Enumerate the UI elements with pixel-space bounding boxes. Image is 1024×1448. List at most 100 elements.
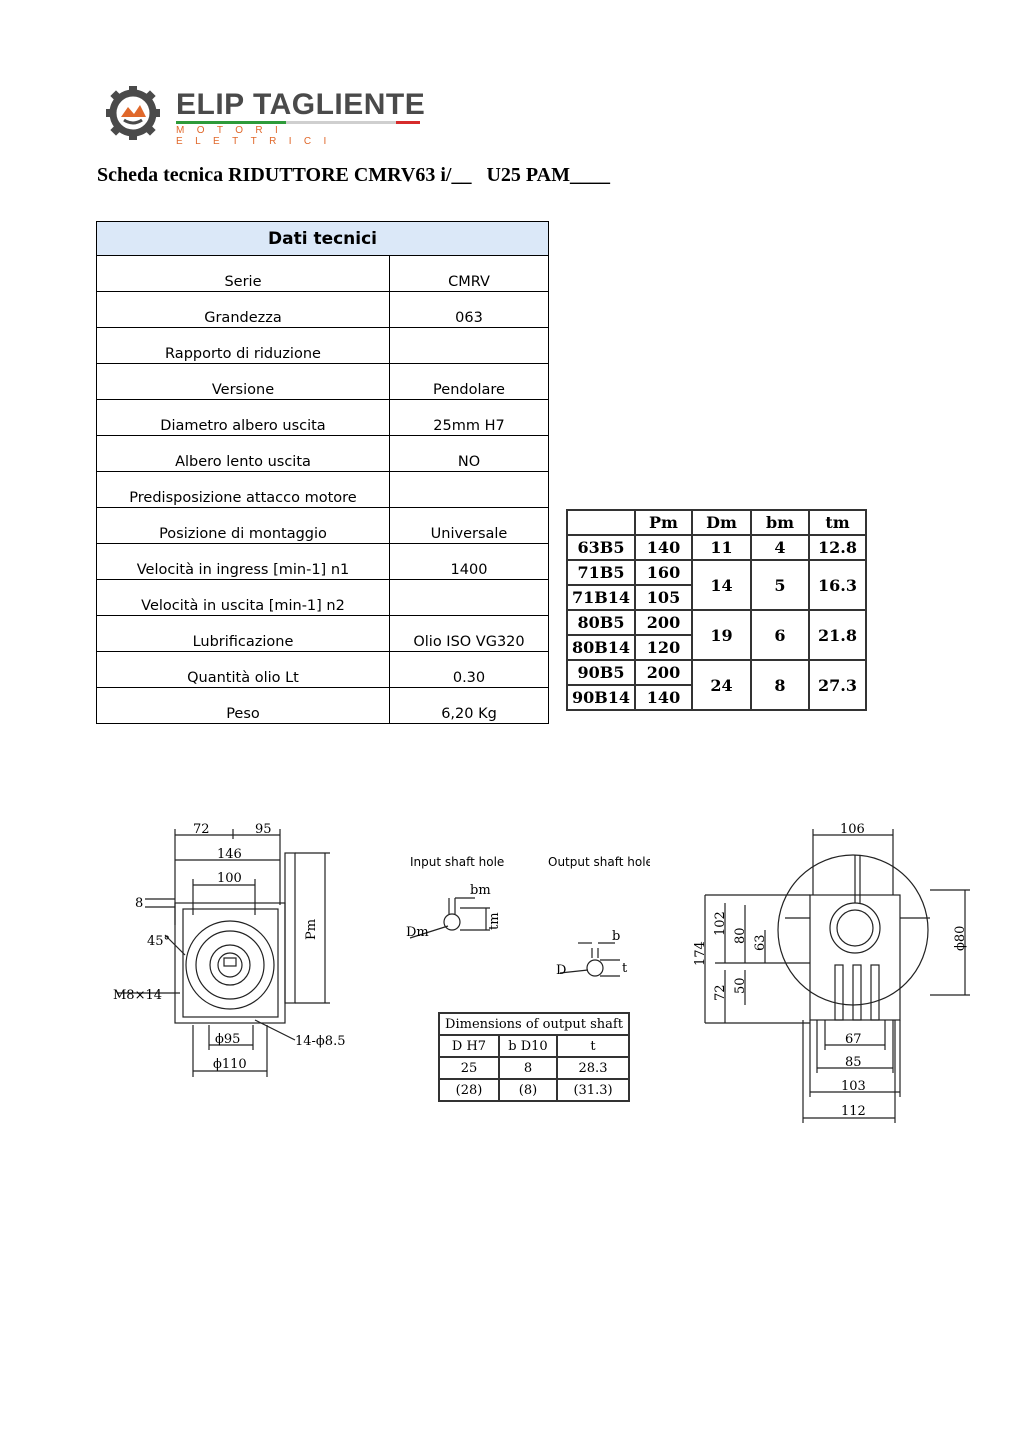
row-value: CMRV [389, 255, 549, 292]
row-value: NO [389, 435, 549, 472]
row-value: 0.30 [389, 651, 549, 688]
row-label: Diametro albero uscita [96, 399, 390, 436]
row-label: Velocità in uscita [min-1] n2 [96, 579, 390, 616]
table-header-row: D H7 b D10 t [438, 1034, 630, 1058]
dim-b: b [612, 929, 620, 944]
row-value: 25mm H7 [389, 399, 549, 436]
header-cell: bm [750, 509, 810, 536]
table-row: 80B5 200 19 6 21.8 [566, 609, 867, 661]
dim-tm: tm [487, 912, 502, 930]
table-row: 71B14 105 [566, 584, 866, 611]
dim-d: D [556, 963, 566, 978]
dim-dm: Dm [406, 925, 429, 940]
row-label: Serie [96, 255, 390, 292]
dim-phi95: ϕ95 [215, 1032, 240, 1047]
cell: (8) [498, 1078, 558, 1102]
page-title: Scheda tecnica RIDUTTORE CMRV63 i/__ U25… [97, 164, 610, 186]
cell: (28) [438, 1078, 500, 1102]
cell: 71B5 [566, 559, 636, 586]
header-cell: D H7 [438, 1034, 500, 1058]
brand-stripe-gray [286, 121, 396, 124]
brand-name: ELIP TAGLIENTE [176, 88, 426, 121]
dim-72: 72 [713, 984, 728, 1001]
cell: 8 [750, 659, 810, 711]
brand-tagline: MOTORI ELETTRICI [176, 125, 339, 147]
dim-50: 50 [733, 977, 748, 994]
dim-95: 95 [255, 822, 272, 837]
table-row: 80B14 120 [566, 634, 866, 661]
cell: 21.8 [808, 609, 867, 661]
cell: 90B5 [566, 659, 636, 686]
table-row: 90B14 140 [566, 684, 866, 711]
header-cell [566, 509, 636, 536]
brand-stripe-red [396, 121, 420, 124]
dim-phi110: ϕ110 [213, 1057, 247, 1072]
table-header-row: Dati tecnici [96, 221, 549, 256]
table-caption: Dimensions of output shaft [438, 1012, 630, 1036]
cell: 25 [438, 1056, 500, 1080]
table-row: Velocità in uscita [min-1] n2 [96, 579, 549, 616]
cell: 90B14 [566, 684, 636, 711]
row-label: Predisposizione attacco motore [96, 471, 390, 508]
cell: 140 [634, 684, 693, 711]
cell: 200 [634, 659, 693, 686]
dim-103: 103 [841, 1079, 866, 1094]
cell: 4 [750, 534, 810, 561]
cell: 63B5 [566, 534, 636, 561]
gear-icon [106, 86, 160, 140]
dim-112: 112 [841, 1104, 866, 1119]
cell: 120 [634, 634, 693, 661]
table-row: (28) (8) (31.3) [438, 1078, 630, 1102]
output-shaft-dimensions-table: Dimensions of output shaft D H7 b D10 t … [438, 1012, 630, 1102]
row-value: 1400 [389, 543, 549, 580]
row-value: 6,20 Kg [389, 687, 549, 724]
dim-80: 80 [733, 927, 748, 944]
cell: 24 [691, 659, 752, 711]
row-label: Posizione di montaggio [96, 507, 390, 544]
row-value: Pendolare [389, 363, 549, 400]
cell: 12.8 [808, 534, 867, 561]
table-row: 63B5 140 11 4 12.8 [566, 534, 867, 561]
row-value: Universale [389, 507, 549, 544]
table-row: Predisposizione attacco motore [96, 471, 549, 508]
table-header-row: Pm Dm bm tm [566, 509, 867, 536]
dim-102: 102 [713, 911, 728, 936]
row-value [389, 327, 549, 364]
cell: 8 [498, 1056, 558, 1080]
cell: 6 [750, 609, 810, 661]
row-label: Rapporto di riduzione [96, 327, 390, 364]
dim-106: 106 [840, 822, 865, 837]
dim-phi80: ϕ80 [953, 926, 968, 951]
table-row: 90B5 200 24 8 27.3 [566, 659, 867, 711]
row-label: Velocità in ingress [min-1] n1 [96, 543, 390, 580]
output-shaft-hole-label: Output shaft hole [548, 855, 650, 869]
gearbox-side-view-drawing: 106 174 102 80 63 72 50 ϕ80 67 85 103 11… [693, 822, 970, 1123]
cell: 11 [691, 534, 752, 561]
cell: 19 [691, 609, 752, 661]
brand-stripe-green [176, 121, 286, 124]
row-label: Quantità olio Lt [96, 651, 390, 688]
dim-14-phi8-5: 14-ϕ8.5 [295, 1034, 345, 1049]
table-row: 71B5 160 14 5 16.3 [566, 559, 867, 611]
dim-45deg: 45° [147, 934, 170, 949]
cell: 160 [634, 559, 693, 586]
row-label: Peso [96, 687, 390, 724]
cell: 140 [634, 534, 693, 561]
row-value [389, 471, 549, 508]
table-row: 25 8 28.3 [438, 1056, 630, 1080]
cell: 16.3 [808, 559, 867, 611]
input-shaft-hole-label: Input shaft hole [410, 855, 504, 869]
row-label: Lubrificazione [96, 615, 390, 652]
flange-dimensions-table: Pm Dm bm tm 63B5 140 11 4 12.8 71B5 160 … [566, 509, 867, 711]
row-value: 063 [389, 291, 549, 328]
table-header: Dati tecnici [96, 221, 549, 256]
